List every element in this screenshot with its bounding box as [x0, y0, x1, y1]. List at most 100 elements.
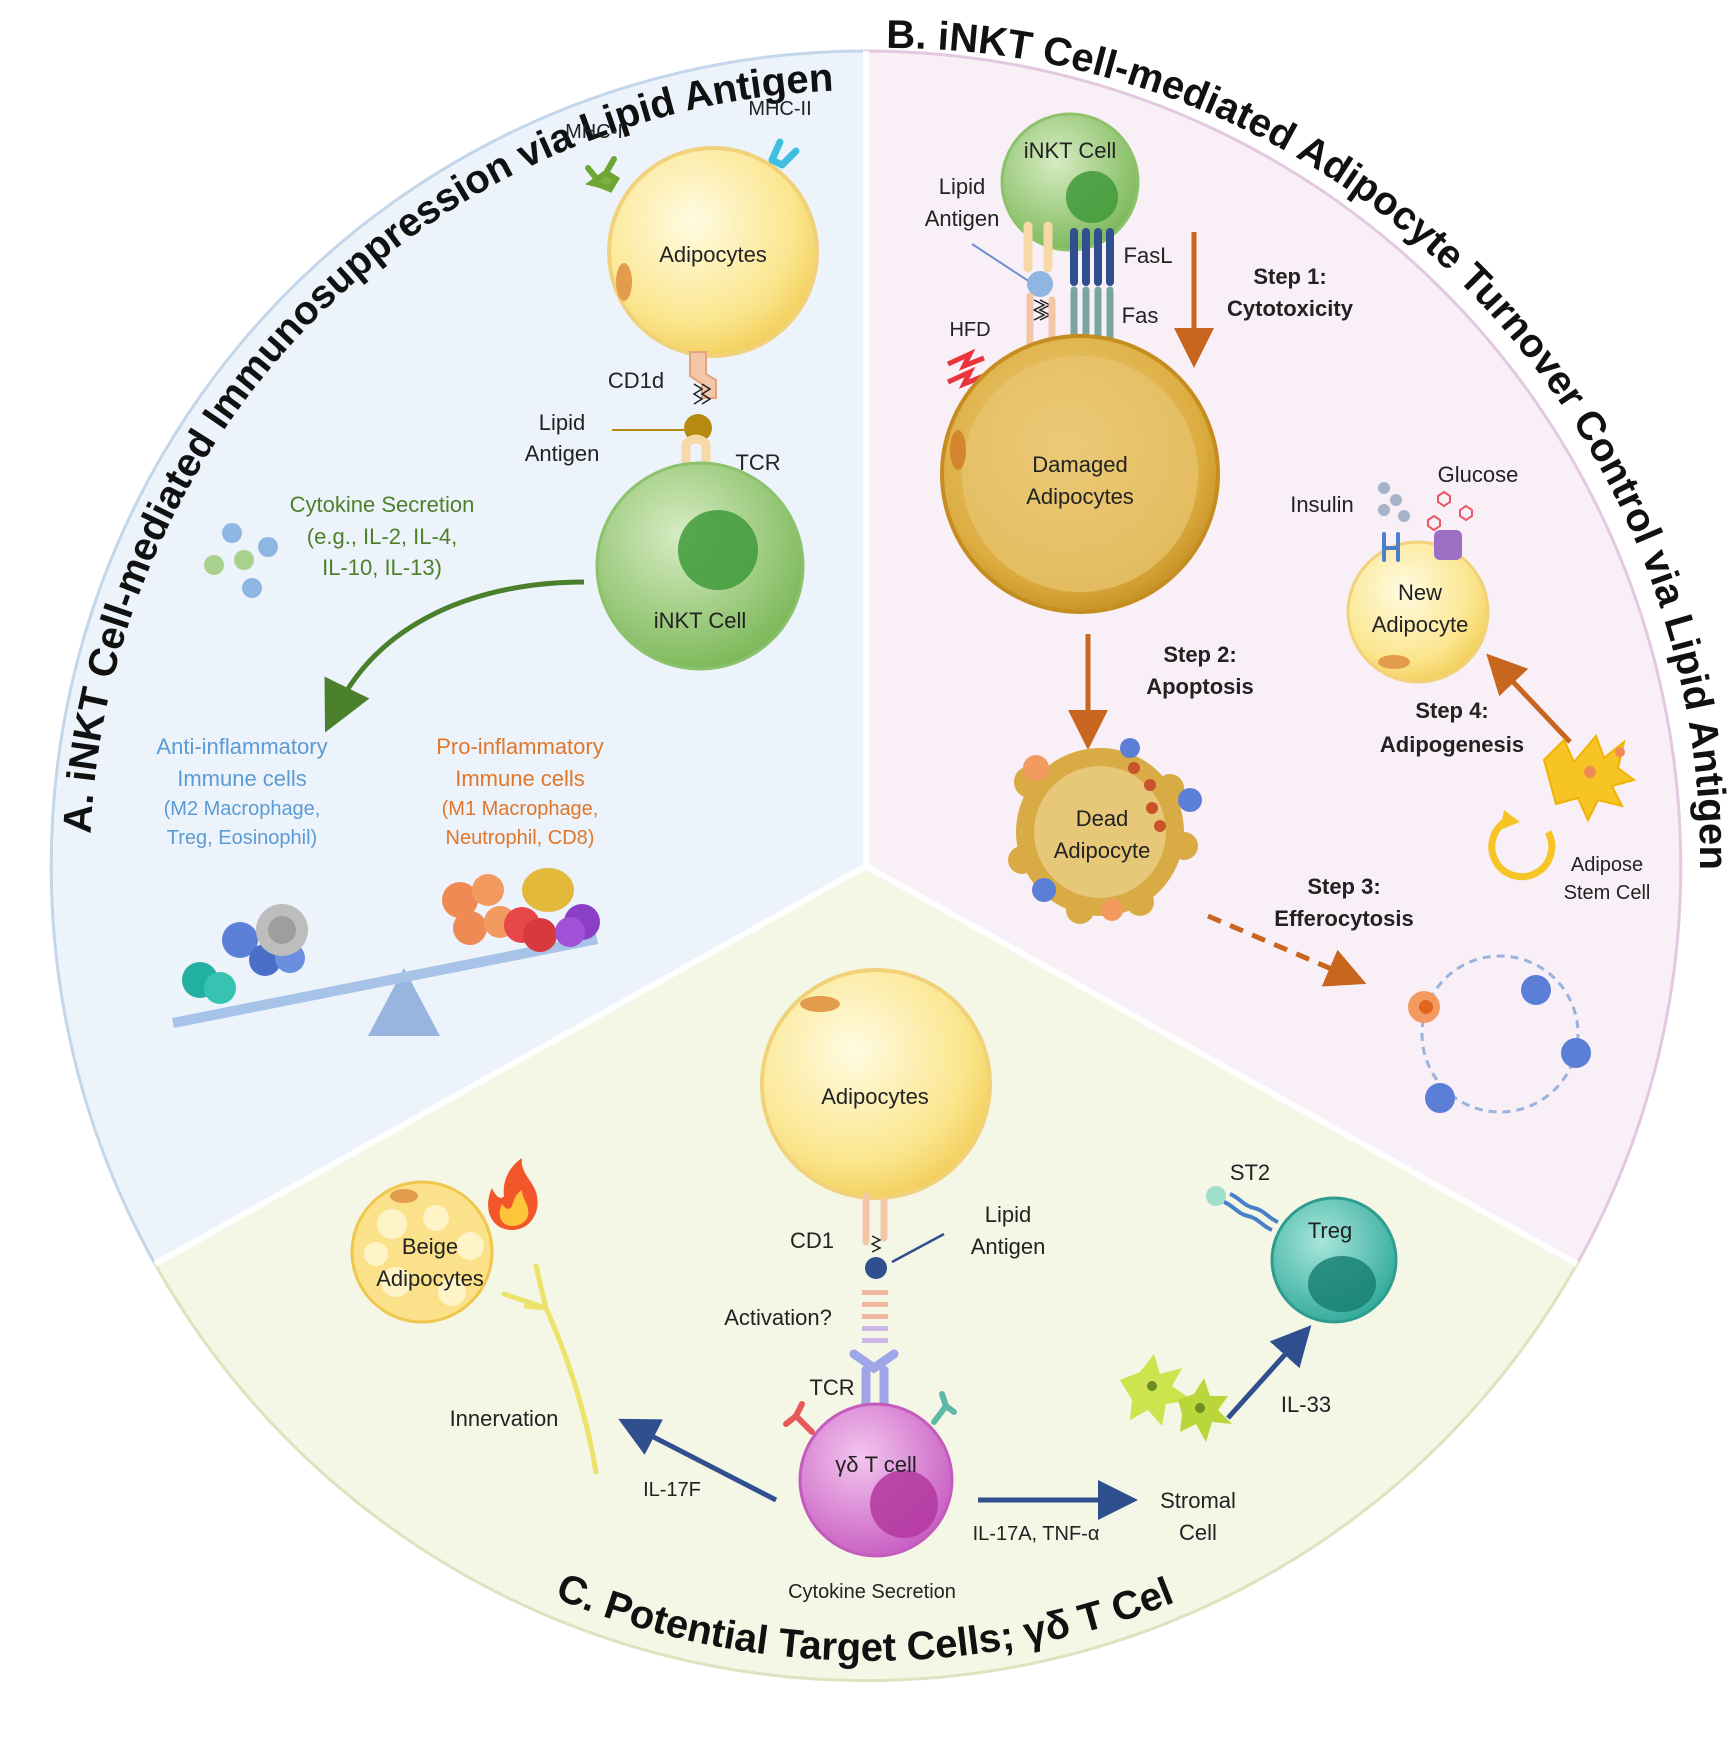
step4-arrow — [1486, 653, 1572, 744]
adipocytes-label-c: Adipocytes — [821, 1084, 929, 1109]
treg-nucleus — [1308, 1256, 1376, 1312]
damaged-label-2: Adipocytes — [1026, 484, 1134, 509]
inkt-label-b: iNKT Cell — [1024, 138, 1117, 163]
adipose-stem-cell-label-1: Adipose — [1571, 854, 1643, 876]
panel-b: iNKT Cell Lipid Antigen FasL Fas HFD Ste… — [925, 112, 1651, 1114]
pro-immune-cells-label: Immune cells — [455, 766, 585, 791]
dead-label-2: Adipocyte — [1054, 838, 1151, 863]
mhc1-receptor-icon — [584, 156, 621, 193]
adipose-stem-cells-icon — [1488, 734, 1637, 881]
st2-ligand-dot — [1206, 1186, 1226, 1206]
anti-examples-label-1: (M2 Macrophage, — [164, 798, 321, 820]
fasl-receptors-icon — [1070, 228, 1114, 286]
inkt-label: iNKT Cell — [654, 608, 747, 633]
efferocytosis-ring-icon — [1408, 954, 1591, 1114]
adipocyte-cell — [607, 146, 819, 358]
stromal-cells-icon — [1120, 1354, 1232, 1442]
activation-dashes-icon — [862, 1290, 888, 1343]
cytokine-examples-label-2: IL-10, IL-13) — [322, 555, 442, 580]
activation-label: Activation? — [724, 1305, 832, 1330]
cytokine-arrow — [324, 579, 585, 733]
lipid-antigen-label-1: Lipid — [539, 410, 585, 435]
red-receptor-icon — [783, 1401, 815, 1435]
cd1d-molecule-icon — [689, 351, 717, 399]
anti-immune-cells-label: Immune cells — [177, 766, 307, 791]
mhc1-label: MHC-I — [565, 121, 623, 143]
glucose-label: Glucose — [1438, 462, 1519, 487]
adipocytes-label: Adipocytes — [659, 242, 767, 267]
glucose-molecules-icon — [1427, 490, 1473, 532]
cytokine-secretion-label: Cytokine Secretion — [290, 492, 475, 517]
step4-label: Step 4: — [1415, 698, 1488, 723]
step3-name: Efferocytosis — [1274, 906, 1413, 931]
dead-label-1: Dead — [1076, 806, 1129, 831]
step1-label: Step 1: — [1253, 264, 1326, 289]
cd1-label: CD1 — [790, 1228, 834, 1253]
insulin-receptor-icon — [1382, 532, 1400, 562]
fasl-label: FasL — [1124, 243, 1173, 268]
seesaw-fulcrum — [368, 968, 440, 1036]
gamma-delta-t-label: γδ T cell — [835, 1452, 917, 1477]
il17a-tnf-label: IL-17A, TNF-α — [973, 1523, 1100, 1545]
new-adipocyte-label-2: Adipocyte — [1372, 612, 1469, 637]
pro-inflammatory-label: Pro-inflammatory — [436, 734, 603, 759]
fas-receptors-icon — [1070, 286, 1114, 356]
cytokine-secretion-c-label: Cytokine Secretion — [788, 1581, 956, 1603]
lipid-antigen-label-c-2: Antigen — [971, 1234, 1046, 1259]
treg-label: Treg — [1308, 1218, 1352, 1243]
cd1-molecule-icon — [862, 1192, 888, 1246]
lipid-antigen-label-c-1: Lipid — [985, 1202, 1031, 1227]
hfd-label: HFD — [949, 319, 990, 341]
fas-label: Fas — [1122, 303, 1159, 328]
st2-label: ST2 — [1230, 1160, 1270, 1185]
insulin-molecules-icon — [1378, 482, 1410, 522]
step2-label: Step 2: — [1163, 642, 1236, 667]
lipid-zigzag-b-icon — [1032, 299, 1052, 321]
il33-label: IL-33 — [1281, 1392, 1331, 1417]
step3-label: Step 3: — [1307, 874, 1380, 899]
inkt-nucleus — [678, 510, 758, 590]
stromal-label-1: Stromal — [1160, 1488, 1236, 1513]
nerve-icon — [501, 1263, 599, 1475]
st2-receptor-icon — [1223, 1192, 1279, 1232]
anti-inflammatory-cells-icon — [182, 904, 308, 1004]
lipid-antigen-label-2: Antigen — [525, 441, 600, 466]
pro-inflammatory-cells-icon — [442, 868, 600, 952]
step3-arrow — [1207, 913, 1367, 987]
pro-examples-label-2: Neutrophil, CD8) — [446, 827, 595, 849]
il17f-label: IL-17F — [643, 1479, 701, 1501]
beige-label-2: Adipocytes — [376, 1266, 484, 1291]
gamma-delta-t-cell — [798, 1402, 954, 1558]
panel-a: Adipocytes MHC-I MHC-II CD1d Lipid Antig… — [156, 98, 819, 1036]
glucose-transporter-icon — [1434, 530, 1462, 560]
lipid-antigen-dot — [684, 414, 712, 442]
inkt-cell-b — [1000, 112, 1140, 252]
cytokine-dots — [204, 523, 278, 598]
il17f-arrow — [618, 1418, 778, 1503]
innervation-label: Innervation — [450, 1406, 559, 1431]
dead-adipocyte-cell — [1008, 738, 1202, 924]
stromal-label-2: Cell — [1179, 1520, 1217, 1545]
adipose-stem-cell-label-2: Stem Cell — [1564, 882, 1651, 904]
beige-label-1: Beige — [402, 1234, 458, 1259]
fire-icon — [488, 1158, 538, 1230]
damaged-adipocyte-inner — [962, 356, 1198, 592]
damaged-label-1: Damaged — [1032, 452, 1127, 477]
lipid-antigen-label-b-2: Antigen — [925, 206, 1000, 231]
cytokine-examples-label-1: (e.g., IL-2, IL-4, — [307, 524, 457, 549]
tcr-label-c: TCR — [809, 1375, 854, 1400]
panel-c-background — [152, 864, 1580, 1683]
step1-name: Cytotoxicity — [1227, 296, 1354, 321]
adipocyte-nucleus — [616, 263, 632, 301]
gamma-delta-t-nucleus — [870, 1470, 938, 1538]
anti-inflammatory-label: Anti-inflammatory — [156, 734, 327, 759]
pro-examples-label-1: (M1 Macrophage, — [442, 798, 599, 820]
lipid-antigen-label-b-1: Lipid — [939, 174, 985, 199]
anti-examples-label-2: Treg, Eosinophil) — [167, 827, 317, 849]
mhc2-label: MHC-II — [748, 98, 811, 120]
inkt-nucleus-b — [1066, 171, 1118, 223]
beige-adipocyte-cell — [350, 1180, 494, 1324]
lipid-zigzag-icon — [692, 383, 712, 405]
